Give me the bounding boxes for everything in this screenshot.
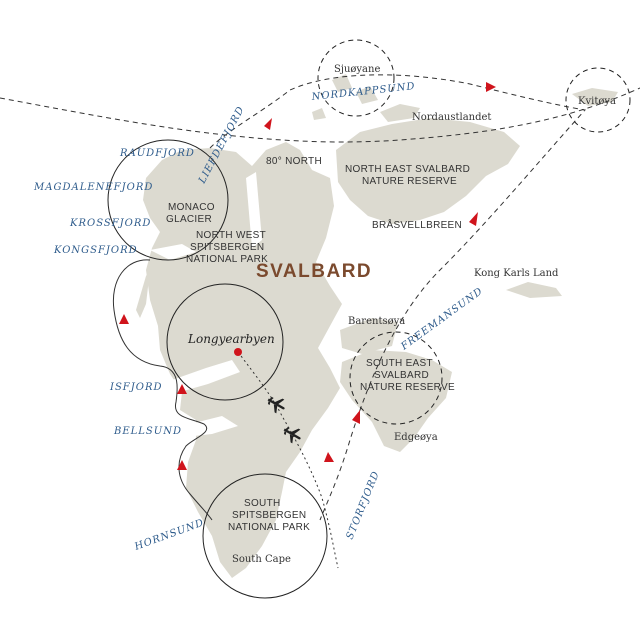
red-arrow-icon xyxy=(469,212,478,226)
label-sjuoyane: Sjuøyane xyxy=(334,64,380,75)
red-arrow-icon xyxy=(486,82,496,92)
label-ssnp-3: NATIONAL PARK xyxy=(228,522,310,533)
label-nes-reserve-1: NORTH EAST SVALBARD xyxy=(345,164,470,175)
label-brasvellbreen: BRÅSVELLBREEN xyxy=(372,218,462,231)
label-kong-karls-land: Kong Karls Land xyxy=(474,268,559,279)
label-freemansund: FREEMANSUND xyxy=(398,286,485,353)
town-label: Longyearbyen xyxy=(187,332,275,346)
route-solid-coastal xyxy=(112,259,213,521)
label-ses-reserve-1: SOUTH EAST xyxy=(366,358,433,369)
label-hornsund: HORNSUND xyxy=(132,517,206,553)
label-monaco-2: GLACIER xyxy=(166,214,212,225)
label-storfjord: STORFJORD xyxy=(345,469,383,541)
label-barentsoya: Barentsøya xyxy=(348,316,405,327)
land-masses xyxy=(136,74,618,578)
region-circles xyxy=(107,39,631,599)
label-isfjord: ISFJORD xyxy=(109,382,163,393)
label-ses-reserve-3: NATURE RESERVE xyxy=(360,382,455,393)
label-ssnp-2: SPITSBERGEN xyxy=(232,510,306,521)
airplane-icon xyxy=(283,427,301,444)
isfjord-water xyxy=(172,360,240,392)
red-arrow-icon xyxy=(352,410,360,424)
label-nordaustlandet: Nordaustlandet xyxy=(412,112,491,123)
label-ses-reserve-2: SVALBARD xyxy=(374,370,429,381)
place-labels: SVALBARD 80° NORTH Longyearbyen Sjuøyane… xyxy=(166,64,616,565)
red-arrow-icon xyxy=(177,460,187,470)
land-north-coast xyxy=(380,104,420,122)
label-raudfjord: RAUDFJORD xyxy=(119,148,195,159)
direction-arrows xyxy=(119,82,496,470)
red-dot-icon xyxy=(234,348,242,356)
circle-south-east-svalbard xyxy=(349,331,443,425)
route-north-track xyxy=(0,87,640,143)
label-kvitoya: Kvitøya xyxy=(578,96,616,107)
red-arrow-icon xyxy=(324,452,334,462)
red-arrow-icon xyxy=(119,314,129,324)
land-edgeoya xyxy=(340,350,452,452)
label-krossfjord: KROSSFJORD xyxy=(69,218,151,229)
land-sjuoyane-c xyxy=(312,108,326,120)
land-sjuoyane-b xyxy=(356,86,378,104)
wijdefjord-water xyxy=(246,172,262,248)
label-south-cape: South Cape xyxy=(232,554,291,565)
airplane-icon xyxy=(267,397,285,414)
circle-longyearbyen xyxy=(166,283,284,401)
label-nes-reserve-2: NATURE RESERVE xyxy=(362,176,457,187)
label-ssnp-1: SOUTH xyxy=(244,498,281,509)
land-forland xyxy=(136,270,150,318)
label-edgeoya: Edgeøya xyxy=(394,432,438,443)
land-islet-a xyxy=(368,204,380,214)
bellsund-water xyxy=(190,416,238,436)
label-magdalenefjord: MAGDALENEFJORD xyxy=(33,182,153,193)
land-kong-karls-land xyxy=(506,282,562,298)
label-bellsund: BELLSUND xyxy=(113,426,182,437)
red-arrow-icon xyxy=(264,118,272,130)
label-nwsp-3: NATIONAL PARK xyxy=(186,254,268,265)
circle-nw-spitsbergen xyxy=(107,139,229,261)
kongsfjord-water xyxy=(150,244,196,260)
circle-kvitoya xyxy=(565,67,631,133)
circle-sjuoyane xyxy=(317,39,395,117)
label-nwsp-1: NORTH WEST xyxy=(196,230,266,241)
circle-south-spitsbergen xyxy=(202,473,328,599)
latitude-label: 80° NORTH xyxy=(266,156,322,167)
land-nordaustlandet xyxy=(336,118,520,224)
label-kongsfjord: KONGSFJORD xyxy=(53,245,138,256)
label-nwsp-2: SPITSBERGEN xyxy=(190,242,264,253)
land-barentsoya xyxy=(340,318,398,354)
land-sjuoyane-a xyxy=(332,74,352,92)
label-monaco-1: MONACO xyxy=(168,202,215,213)
map-title: SVALBARD xyxy=(256,261,372,282)
red-arrow-icon xyxy=(177,384,187,394)
